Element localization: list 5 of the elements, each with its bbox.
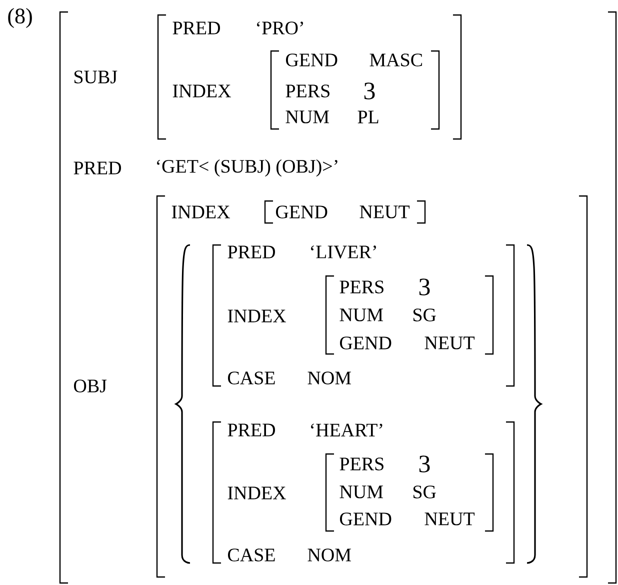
attribute-value-matrix: GEND MASC PERS 3 NUM PL (270, 50, 440, 130)
attribute-value-matrix: PERS 3 NUM SG GEND NEUT (325, 453, 494, 532)
example-number: (8) (8, 8, 32, 28)
attribute-value-matrix: GEND NEUT (264, 200, 426, 224)
attribute-value-matrix: PERS 3 NUM SG GEND NEUT (325, 275, 494, 355)
